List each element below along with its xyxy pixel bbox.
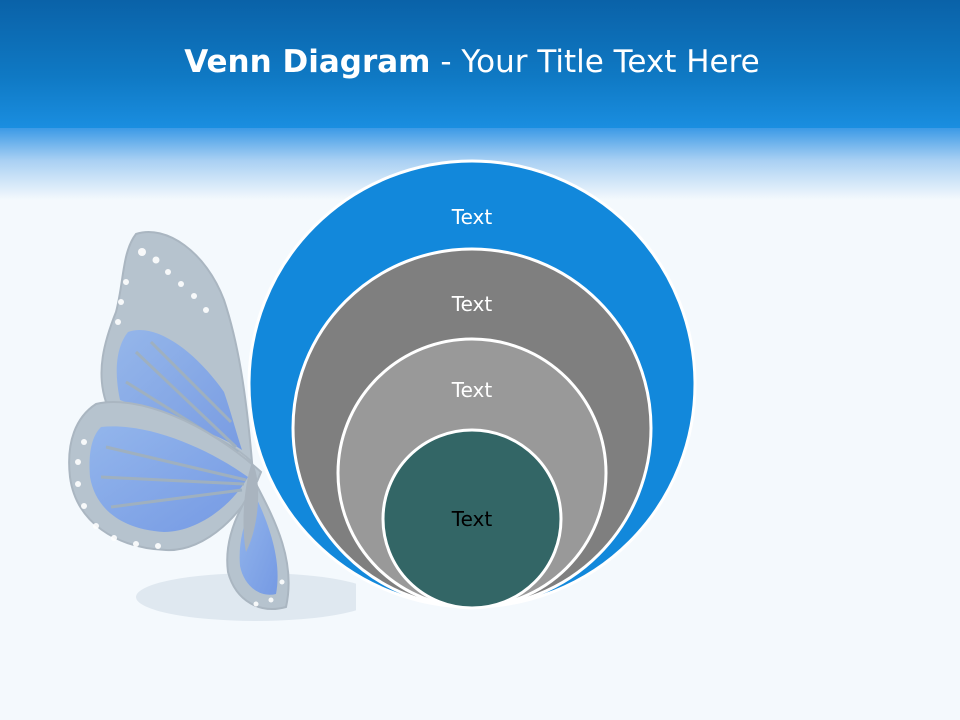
circle-third-label: Text — [451, 378, 493, 402]
title-bold: Venn Diagram — [184, 44, 431, 80]
circle-inner — [381, 428, 563, 610]
header-band — [0, 0, 960, 128]
slide-title: Venn Diagram - Your Title Text Here — [0, 42, 944, 82]
circle-second-label: Text — [451, 292, 493, 316]
circle-outer-label: Text — [451, 205, 493, 229]
circle-inner-label: Text — [451, 507, 493, 531]
butterfly-image — [68, 231, 356, 621]
title-rest: - Your Title Text Here — [430, 44, 760, 80]
